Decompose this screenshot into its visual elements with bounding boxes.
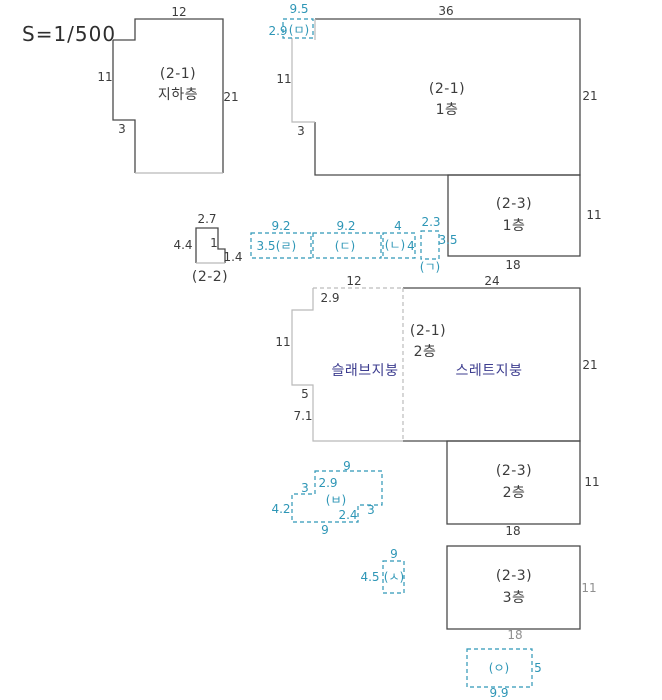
overlay-n-box <box>382 232 416 259</box>
annex-second-unit-label: (2-3) <box>495 463 533 479</box>
annex-third-floor-label: 3층 <box>502 590 526 606</box>
first-floor-dim-step: 3 <box>297 124 305 138</box>
overlay-b-dim-inner: 2.4 <box>338 508 358 522</box>
annex-third-dim-right: 11 <box>581 581 597 595</box>
overlay-m-box <box>282 18 314 39</box>
annex-third-outline <box>446 545 581 630</box>
annex-first-unit-label: (2-3) <box>495 196 533 212</box>
annex-first-floor-label: 1층 <box>502 218 526 234</box>
second-floor-dim-right: 21 <box>582 358 598 372</box>
annex-first-outline <box>447 174 581 257</box>
overlay-r-label: (ㄹ) <box>275 239 297 253</box>
first-floor-dim-left: 11 <box>276 72 292 86</box>
overlay-r-dim-height: 3.5 <box>256 239 276 253</box>
overlay-b-dim-inset: 2.9 <box>318 476 338 490</box>
second-floor-dim-inset: 2.9 <box>320 291 340 305</box>
overlay-m-label: (ㅁ) <box>288 23 310 37</box>
unit-2-2-dim-left: 4.4 <box>173 238 193 252</box>
second-floor-outline-left <box>291 288 403 442</box>
overlay-b-dim-left-step: 3 <box>301 481 309 495</box>
unit-2-2-dim-top: 2.7 <box>197 212 217 226</box>
overlay-s-label: (ㅅ) <box>383 570 405 584</box>
overlay-n-label: (ㄴ) <box>384 238 406 252</box>
first-floor-notch <box>291 19 316 123</box>
overlay-o-label: (ㅇ) <box>488 661 510 675</box>
overlay-g-box <box>420 230 440 260</box>
annex-second-dim-bottom: 18 <box>505 524 521 538</box>
overlay-s-dim-top: 9 <box>390 547 398 561</box>
overlay-b-dim-left: 4.2 <box>271 502 291 516</box>
basement-dim-step: 3 <box>118 122 126 136</box>
overlay-b-dim-bottom: 9 <box>321 523 329 537</box>
second-floor-dim-left: 11 <box>275 335 291 349</box>
overlay-o-dim-right: 5 <box>534 661 542 675</box>
basement-floor-label: 지하층 <box>157 87 199 103</box>
overlay-b-dim-right-step: 3 <box>367 503 375 517</box>
overlay-n-dim-top: 4 <box>394 219 402 233</box>
basement-unit-label: (2-1) <box>159 66 197 82</box>
second-floor-dim-lower-left: 7.1 <box>293 409 313 423</box>
first-floor-outline <box>314 18 581 176</box>
overlay-s-box <box>382 560 405 594</box>
second-floor-floor-label: 2층 <box>413 344 437 360</box>
overlay-d-label: (ㄷ) <box>334 239 356 253</box>
overlay-b-label: (ㅂ) <box>325 493 347 507</box>
first-floor-unit-label: (2-1) <box>428 81 466 97</box>
annex-first-dim-bottom: 18 <box>505 258 521 272</box>
overlay-r-box <box>250 232 312 259</box>
overlay-g-dim-right: 3.5 <box>438 233 458 247</box>
roof-left-label: 슬래브지붕 <box>331 363 399 379</box>
unit-2-2-label: (2-2) <box>191 269 229 285</box>
unit-2-2-outline <box>195 227 226 263</box>
second-floor-dim-step: 5 <box>301 387 309 401</box>
basement-outline <box>112 18 224 173</box>
overlay-o-dim-bottom: 9.9 <box>489 686 509 700</box>
basement-dim-top: 12 <box>171 5 187 19</box>
overlay-d-box <box>312 232 382 259</box>
annex-second-outline <box>446 440 581 525</box>
overlay-d-dim-top: 9.2 <box>336 219 356 233</box>
overlay-g-label: (ㄱ) <box>419 260 441 274</box>
overlay-g-dim-top: 2.3 <box>421 215 441 229</box>
overlay-b-dim-top: 9 <box>343 459 351 473</box>
second-floor-unit-label: (2-1) <box>409 323 447 339</box>
overlay-m-dim-width: 9.5 <box>289 2 309 16</box>
basement-dim-left: 11 <box>97 70 113 84</box>
overlay-b-polygon <box>291 470 383 523</box>
unit-2-2-dim-inner: 1 <box>210 236 218 250</box>
overlay-n-dim-right: 4 <box>407 239 415 253</box>
overlay-o-box <box>466 648 533 688</box>
annex-first-dim-right: 11 <box>586 208 602 222</box>
annex-second-dim-right: 11 <box>584 475 600 489</box>
roof-right-label: 스레트지붕 <box>455 363 523 379</box>
first-floor-floor-label: 1층 <box>435 102 459 118</box>
scale-label: S=1/500 <box>22 22 117 46</box>
annex-third-unit-label: (2-3) <box>495 568 533 584</box>
overlay-r-dim-top: 9.2 <box>271 219 291 233</box>
second-floor-dim-top-left: 12 <box>346 274 362 288</box>
first-floor-dim-right: 21 <box>582 89 598 103</box>
basement-dim-right: 21 <box>223 90 239 104</box>
second-floor-dim-top-right: 24 <box>484 274 500 288</box>
annex-third-dim-bottom: 18 <box>507 628 523 642</box>
unit-2-2-dim-lower-right: 1.4 <box>223 250 243 264</box>
overlay-s-dim-left: 4.5 <box>360 570 380 584</box>
annex-second-floor-label: 2층 <box>502 485 526 501</box>
first-floor-dim-top: 36 <box>438 4 454 18</box>
overlay-m-dim-height: 2.9 <box>268 24 288 38</box>
